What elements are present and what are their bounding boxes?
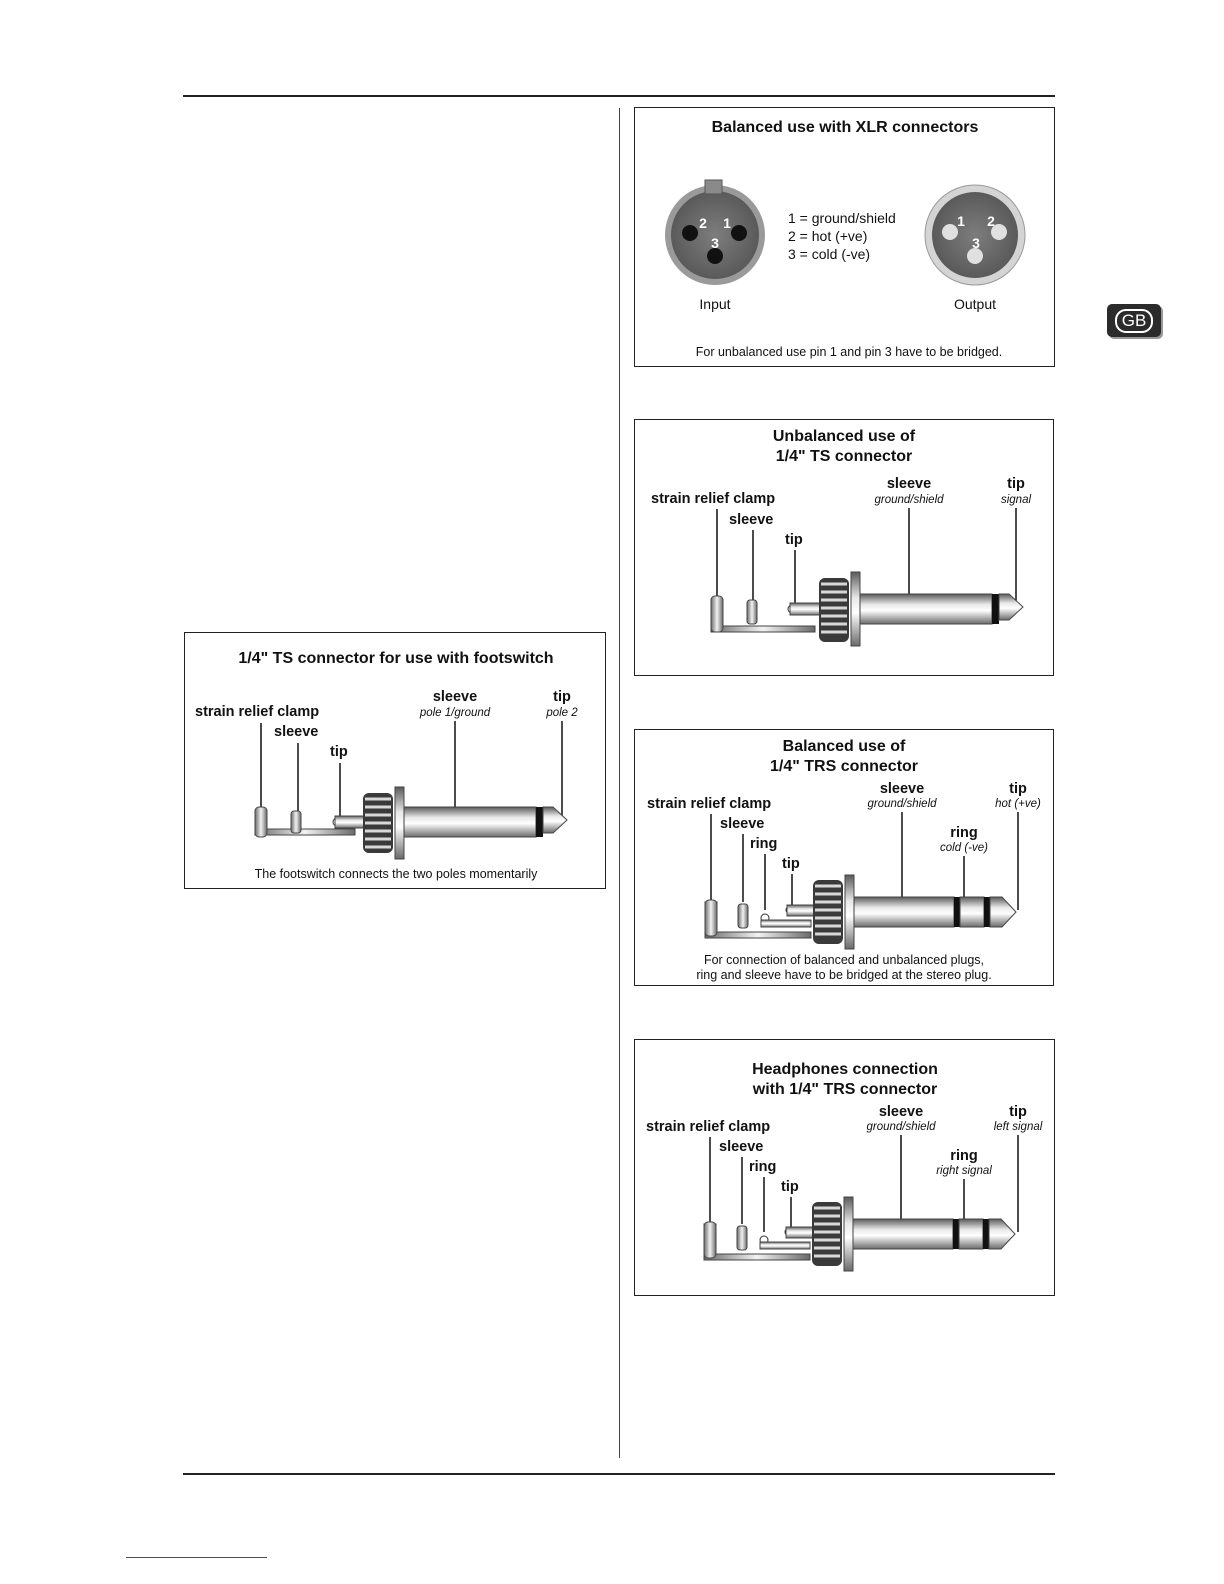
language-badge-label: GB	[1114, 308, 1154, 333]
headphones-ring-sub: right signal	[936, 1165, 992, 1177]
trs-balanced-tip-label: tip	[1009, 781, 1027, 797]
footswitch-tip-sub: pole 2	[545, 707, 578, 719]
ts-sleeve-label: sleeve	[887, 476, 931, 492]
ts-title-line2: 1/4" TS connector	[776, 448, 913, 465]
headphones-sleeve-label: sleeve	[879, 1104, 923, 1120]
column-divider	[619, 108, 620, 1458]
trs-balanced-ring-body-label: ring	[750, 836, 777, 852]
xlr-input-connector-icon: 2 1 3	[665, 179, 765, 285]
xlr-input-label: Input	[699, 296, 730, 312]
xlr-note: For unbalanced use pin 1 and pin 3 have …	[696, 345, 1002, 359]
trs-balanced-diagram-box: Balanced use of 1/4" TRS connector strai…	[634, 729, 1054, 986]
footswitch-title: 1/4" TS connector for use with footswitc…	[238, 650, 553, 667]
trs-balanced-strain-label: strain relief clamp	[647, 796, 771, 812]
xlr-output-connector-icon: 1 2 3	[924, 184, 1026, 286]
trs-balanced-note-line2: ring and sleeve have to be bridged at th…	[696, 968, 991, 982]
trs-balanced-tip-sub: hot (+ve)	[995, 798, 1041, 810]
trs-balanced-ring-label: ring	[950, 825, 977, 841]
footswitch-sleeve-label: sleeve	[433, 689, 477, 705]
ts-unbalanced-diagram: Unbalanced use of 1/4" TS connector stra…	[651, 428, 1031, 647]
headphones-strain-label: strain relief clamp	[646, 1119, 770, 1135]
footer-link-underline	[126, 1557, 267, 1558]
header-rule	[183, 95, 1055, 97]
footswitch-note: The footswitch connects the two poles mo…	[255, 867, 539, 881]
xlr-pin-legend-1: 1 = ground/shield	[788, 210, 896, 226]
headphones-diagram-box: Headphones connection with 1/4" TRS conn…	[634, 1039, 1055, 1296]
footswitch-ts-plug-icon	[254, 721, 568, 860]
trs-balanced-title-line2: 1/4" TRS connector	[770, 758, 918, 775]
ts-strain-label: strain relief clamp	[651, 491, 775, 507]
ts-sleeve-body-label: sleeve	[729, 512, 773, 528]
ts-tip-body-label: tip	[785, 532, 803, 548]
footer-rule	[183, 1473, 1055, 1475]
footswitch-tip-body-label: tip	[330, 744, 348, 760]
trs-balanced-note-line1: For connection of balanced and unbalance…	[704, 953, 984, 967]
ts-unbalanced-diagram-box: Unbalanced use of 1/4" TS connector stra…	[634, 419, 1054, 676]
ts-sleeve-sub: ground/shield	[874, 494, 944, 506]
footswitch-sleeve-sub: pole 1/ground	[419, 707, 491, 719]
ts-tip-label: tip	[1007, 476, 1025, 492]
trs-balanced-diagram: Balanced use of 1/4" TRS connector strai…	[647, 738, 1041, 982]
headphones-trs-plug-icon	[703, 1135, 1019, 1272]
headphones-sleeve-sub: ground/shield	[866, 1121, 936, 1133]
xlr-input-pin-2: 2	[699, 215, 707, 231]
ts-unbalanced-plug-icon	[710, 508, 1024, 647]
xlr-output-pin-2: 2	[987, 213, 995, 229]
headphones-tip-body-label: tip	[781, 1179, 799, 1195]
trs-balanced-ring-sub: cold (-ve)	[940, 842, 988, 854]
xlr-output-pin-3: 3	[972, 235, 980, 251]
xlr-pin-legend-3: 3 = cold (-ve)	[788, 246, 870, 262]
footswitch-strain-label: strain relief clamp	[195, 704, 319, 720]
trs-balanced-tip-body-label: tip	[782, 856, 800, 872]
headphones-ring-label: ring	[950, 1148, 977, 1164]
xlr-title: Balanced use with XLR connectors	[712, 119, 979, 136]
ts-title-line1: Unbalanced use of	[773, 428, 916, 445]
headphones-sleeve-body-label: sleeve	[719, 1139, 763, 1155]
headphones-title-line2: with 1/4" TRS connector	[752, 1081, 938, 1098]
footswitch-sleeve-body-label: sleeve	[274, 724, 318, 740]
trs-balanced-sleeve-label: sleeve	[880, 781, 924, 797]
footswitch-diagram-box: 1/4" TS connector for use with footswitc…	[184, 632, 606, 889]
trs-balanced-plug-icon	[704, 812, 1019, 950]
xlr-input-pin-3: 3	[711, 235, 719, 251]
headphones-tip-sub: left signal	[994, 1121, 1043, 1133]
headphones-title-line1: Headphones connection	[752, 1061, 938, 1078]
xlr-diagram: Balanced use with XLR connectors 2 1 3 1…	[665, 119, 1026, 359]
trs-balanced-title-line1: Balanced use of	[783, 738, 906, 755]
xlr-pin-legend-2: 2 = hot (+ve)	[788, 228, 867, 244]
language-badge: GB	[1107, 304, 1161, 337]
footswitch-diagram: 1/4" TS connector for use with footswitc…	[195, 650, 578, 881]
xlr-output-pin-1: 1	[957, 213, 965, 229]
xlr-output-label: Output	[954, 296, 996, 312]
xlr-diagram-box: Balanced use with XLR connectors 2 1 3 1…	[634, 107, 1055, 367]
trs-balanced-sleeve-body-label: sleeve	[720, 816, 764, 832]
headphones-ring-body-label: ring	[749, 1159, 776, 1175]
headphones-tip-label: tip	[1009, 1104, 1027, 1120]
footswitch-tip-label: tip	[553, 689, 571, 705]
trs-balanced-sleeve-sub: ground/shield	[867, 798, 937, 810]
xlr-input-pin-1: 1	[723, 215, 731, 231]
ts-tip-sub: signal	[1001, 494, 1031, 506]
headphones-diagram: Headphones connection with 1/4" TRS conn…	[646, 1061, 1043, 1272]
